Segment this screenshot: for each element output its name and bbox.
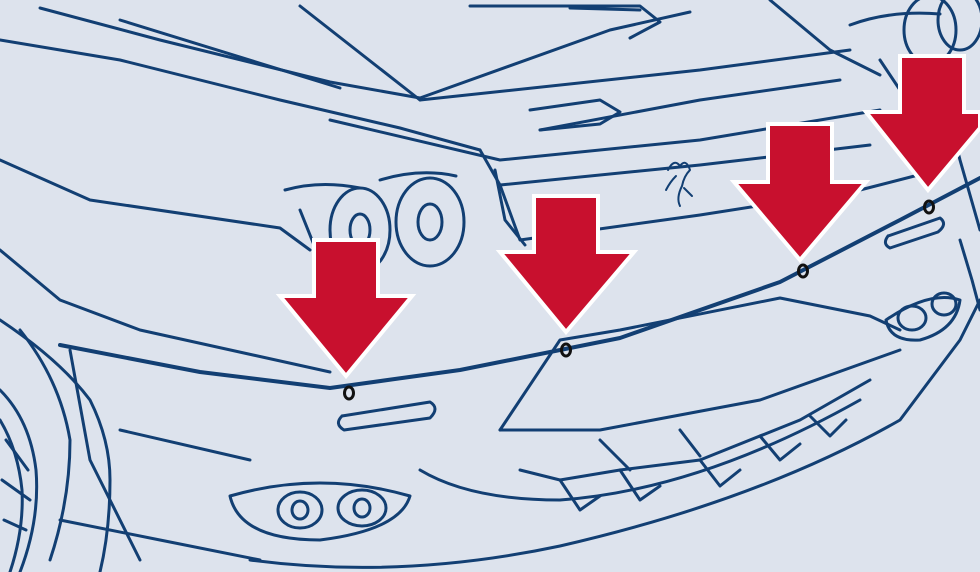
- left-exhaust: [228, 481, 412, 542]
- parking-sensor: [923, 199, 935, 215]
- right-reflector: [883, 216, 945, 250]
- sensor-markers: [275, 54, 980, 380]
- bumper-line: [58, 176, 980, 390]
- rear-window: [38, 6, 692, 100]
- down-arrow-icon: [495, 194, 639, 336]
- parking-sensor: [343, 385, 355, 401]
- left-fender: [0, 158, 312, 252]
- prancing-horse-icon: [665, 161, 693, 207]
- down-arrow-icon: [729, 122, 871, 264]
- right-exhaust: [884, 291, 962, 342]
- left-taillights: [283, 171, 466, 302]
- down-arrow-icon: [275, 238, 417, 380]
- left-wheel: [0, 388, 39, 572]
- parking-sensor: [560, 342, 572, 358]
- left-reflector: [337, 400, 437, 432]
- parking-sensor: [797, 263, 809, 279]
- parking-sensors: [343, 199, 935, 401]
- rear-diffuser: [248, 296, 980, 569]
- down-arrow-icon: [861, 54, 980, 194]
- engine-cover: [418, 48, 852, 102]
